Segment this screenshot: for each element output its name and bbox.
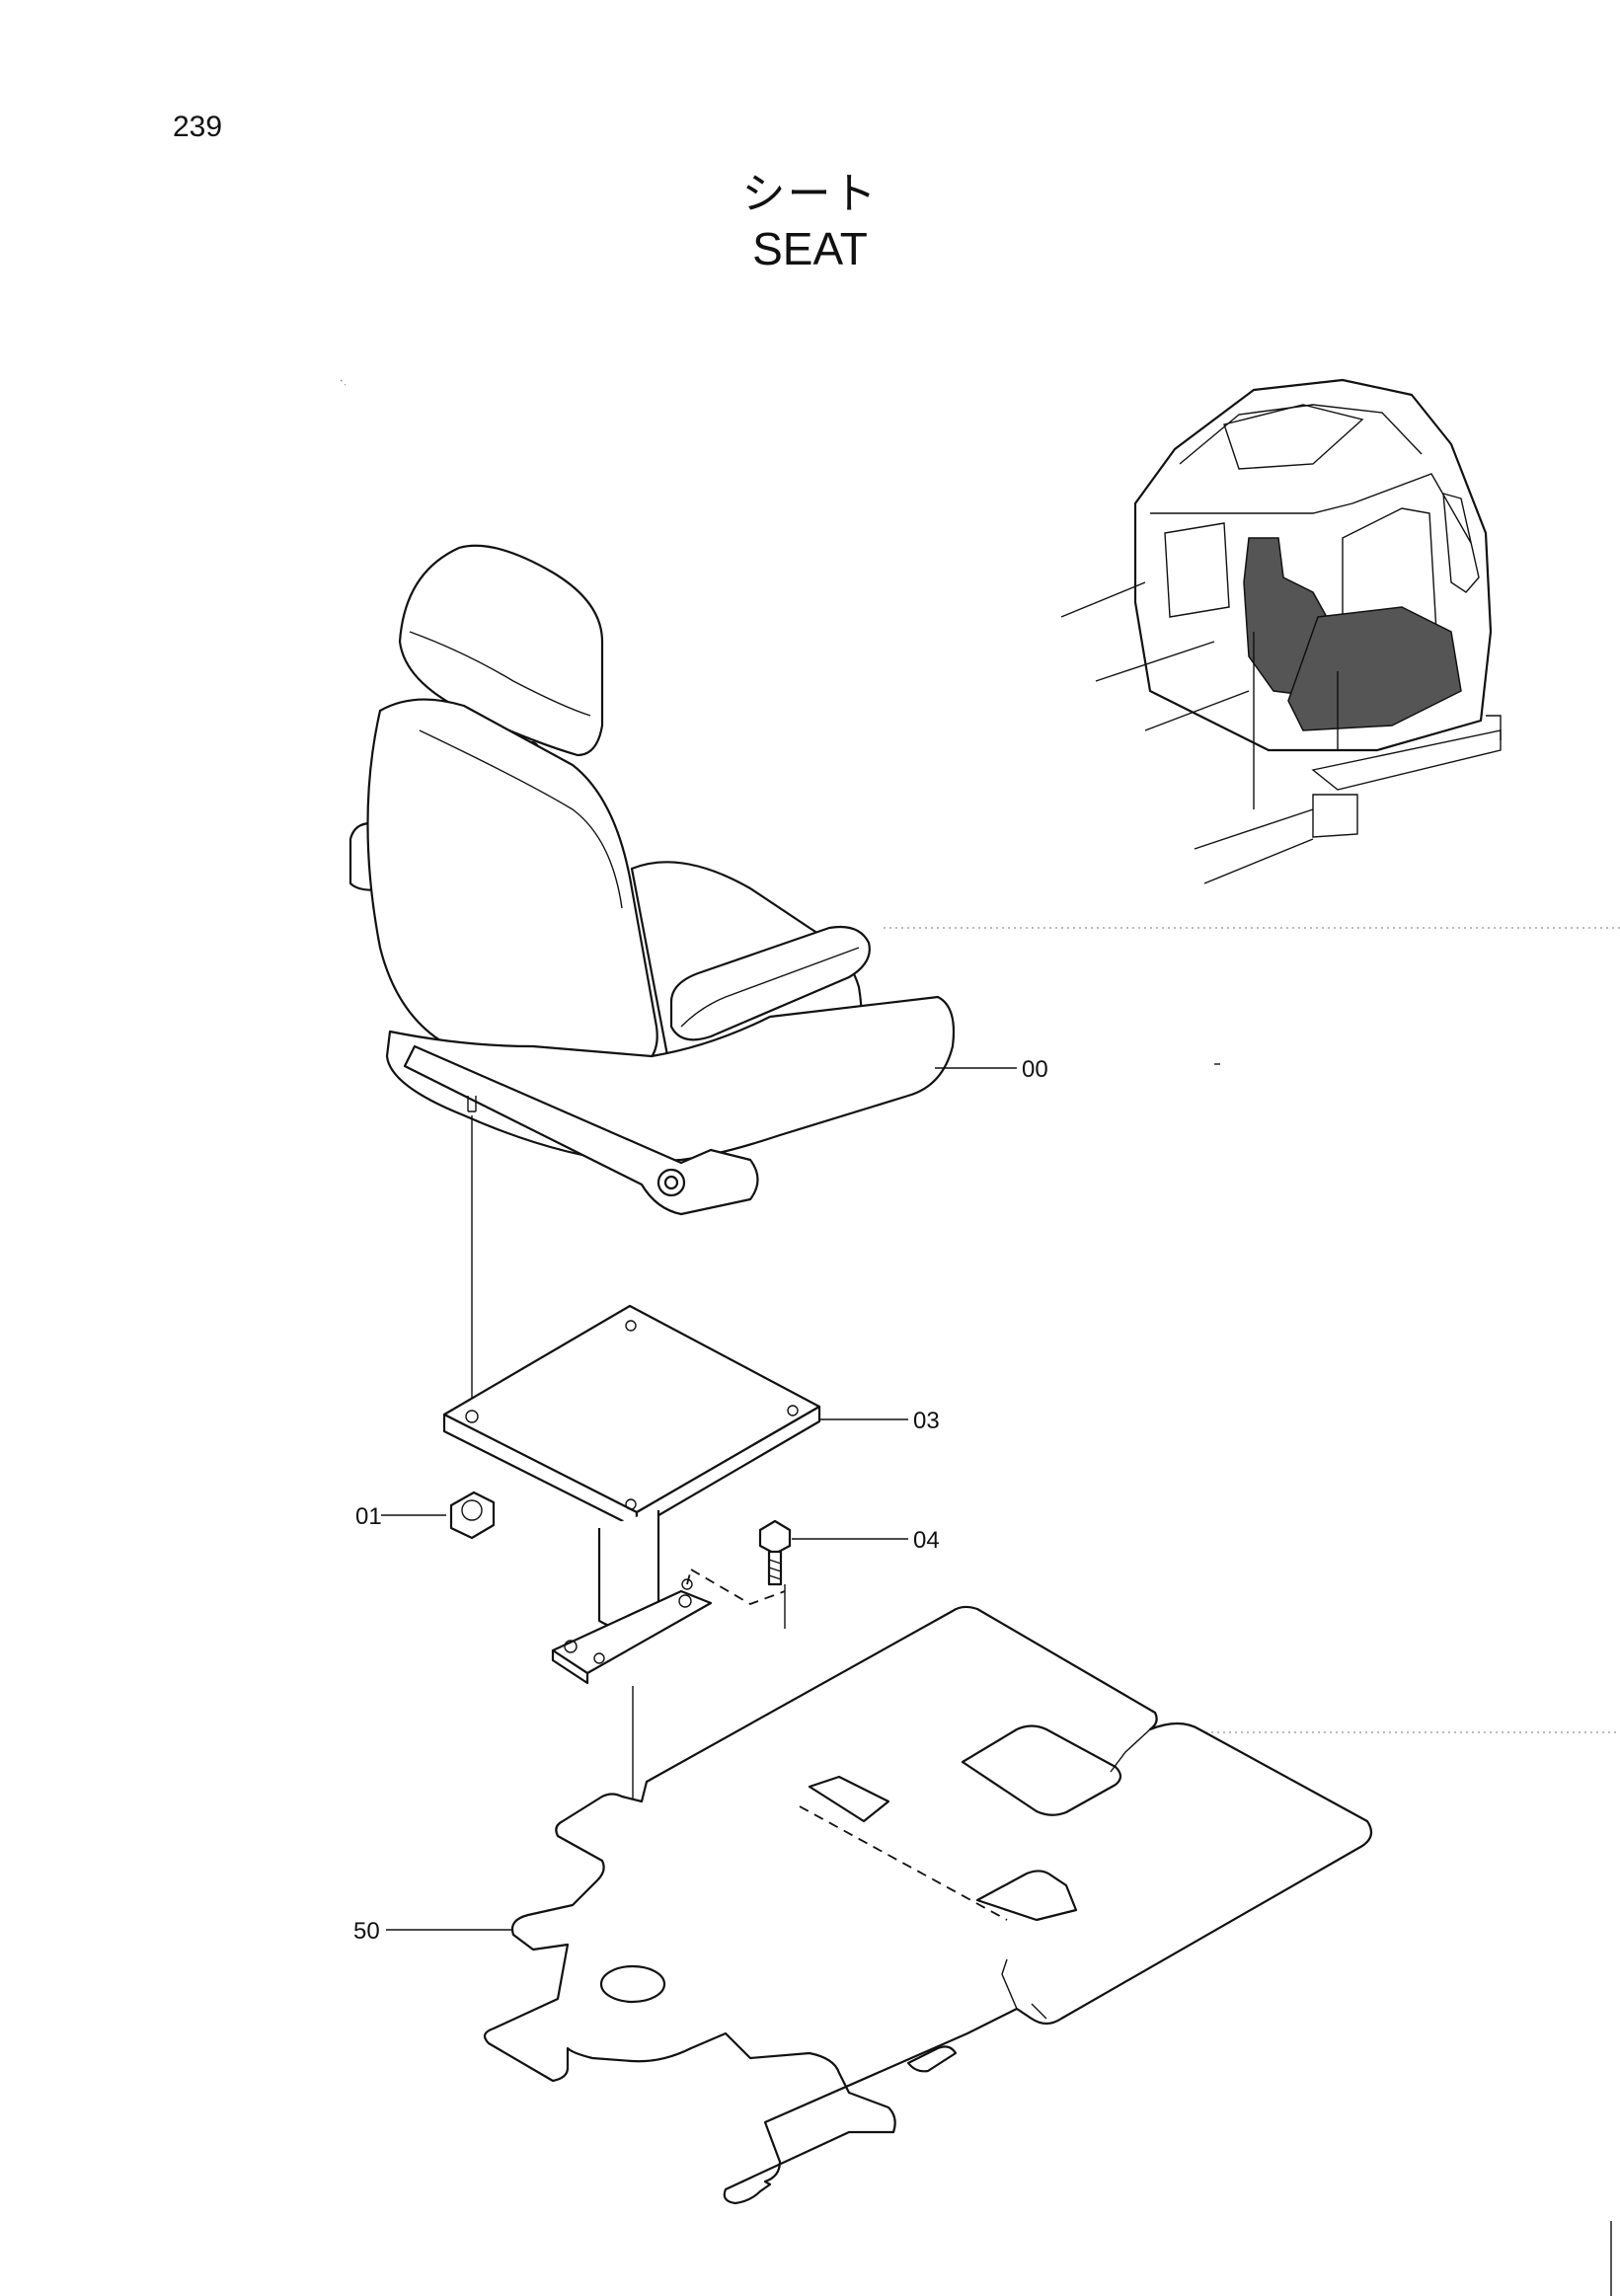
seat-assembly — [348, 544, 956, 1216]
title-japanese: シート — [741, 169, 879, 219]
nut-part — [449, 1491, 496, 1540]
floor-mat — [483, 1605, 1373, 2205]
page-title: シート SEAT — [0, 168, 1620, 276]
callout-50: 50 — [353, 1918, 380, 1945]
callout-03: 03 — [913, 1408, 940, 1434]
page-number: 239 — [173, 111, 223, 143]
title-english: SEAT — [752, 223, 868, 274]
bolt-part — [758, 1519, 792, 1629]
callout-01: 01 — [355, 1503, 382, 1530]
callout-00: 00 — [1022, 1056, 1048, 1083]
cab-locator-inset — [1060, 378, 1502, 884]
seat-mounting-plate — [442, 1304, 821, 1685]
callout-04: 04 — [913, 1527, 940, 1554]
